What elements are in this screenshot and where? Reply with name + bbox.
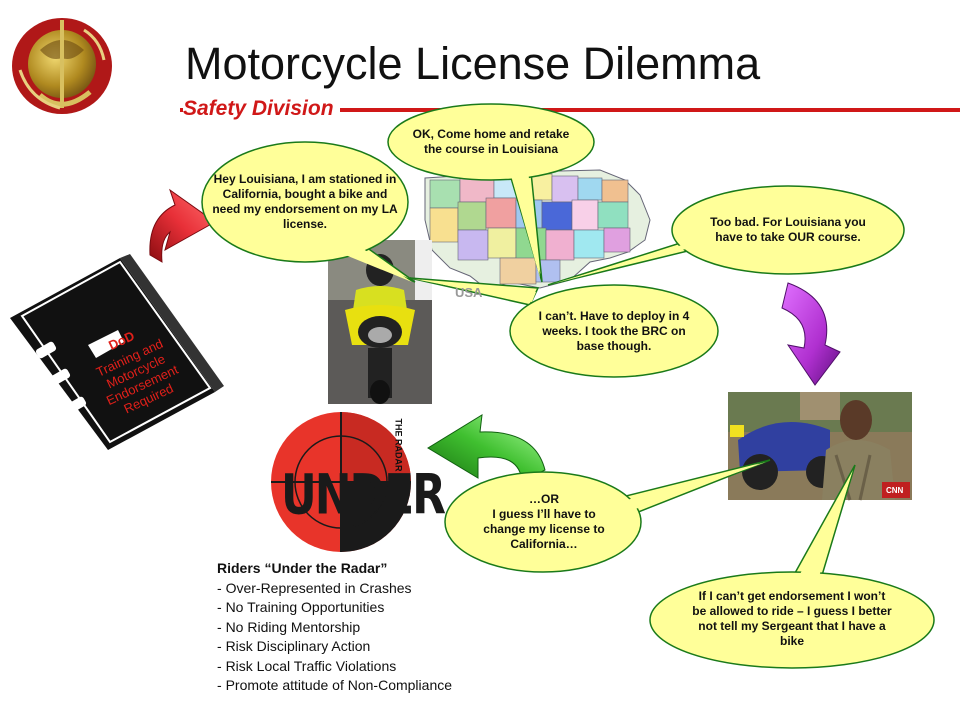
map-label: USA [455, 285, 483, 300]
bubble-text-louisiana-reply: OK, Come home and retake the course in L… [412, 127, 570, 156]
marine-news-photo [728, 392, 912, 501]
purple-arrow-icon [781, 282, 841, 386]
speech-bubble-cant [409, 277, 719, 378]
page-title: Motorcycle License Dilemma [185, 38, 761, 89]
list-item: Risk Local Traffic Violations [217, 657, 452, 677]
green-arrow-icon [427, 414, 546, 483]
riders-items: Over-Represented in Crashes No Training … [217, 579, 452, 696]
news-logo: CNN [886, 486, 904, 495]
list-item: Promote attitude of Non-Compliance [217, 676, 452, 696]
bubble-text-marine-request: Hey Louisiana, I am stationed in Califor… [212, 172, 398, 231]
list-item: Over-Represented in Crashes [217, 579, 452, 599]
bubble-text-no-tell: If I can’t get endorsement I won’t be al… [692, 589, 892, 648]
page-subtitle: Safety Division [183, 97, 340, 121]
riders-heading: Riders “Under the Radar” [217, 560, 388, 576]
bubble-text-or-change: …OR I guess I’ll have to change my licen… [483, 492, 605, 551]
speech-bubble-louisiana-reply [387, 103, 595, 283]
list-item: Risk Disciplinary Action [217, 637, 452, 657]
red-arrow-icon [149, 188, 216, 263]
radar-logo-word: UNDER [281, 463, 446, 528]
bubble-text-cant: I can’t. Have to deploy in 4 weeks. I to… [538, 308, 690, 353]
radar-logo-small: THE RADAR [393, 418, 404, 472]
riders-list: Riders “Under the Radar” Over-Represente… [217, 559, 452, 696]
bubble-text-too-bad: Too bad. For Louisiana you have to take … [710, 215, 866, 244]
list-item: No Riding Mentorship [217, 618, 452, 638]
list-item: No Training Opportunities [217, 598, 452, 618]
speech-bubble-marine-request [201, 141, 416, 283]
under-the-radar-logo [271, 412, 411, 552]
speech-bubble-no-tell [649, 464, 935, 669]
marine-emblem-icon [12, 18, 112, 114]
speech-bubble-or-change [444, 459, 771, 573]
regulation-book-icon [10, 254, 224, 450]
speech-bubble-too-bad [547, 185, 905, 286]
